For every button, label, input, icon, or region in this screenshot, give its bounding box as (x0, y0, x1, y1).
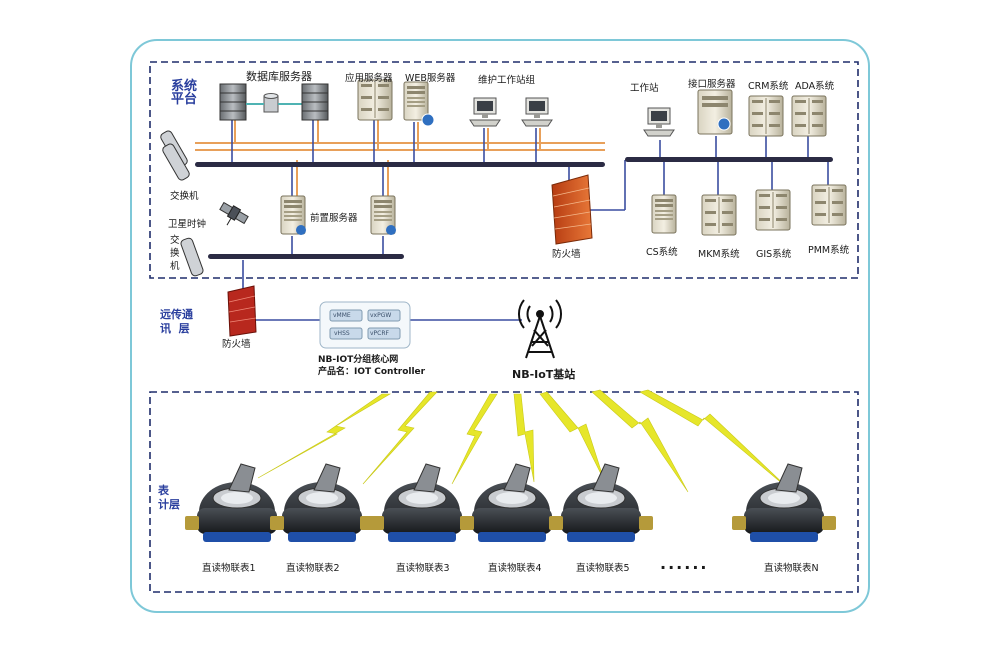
meter-label-5: 直读物联表5 (576, 563, 630, 574)
meter-label-4: 直读物联表4 (488, 563, 542, 574)
gis-server-icon (755, 189, 791, 231)
blue-links (231, 118, 829, 321)
gis-label: GIS系统 (756, 249, 792, 260)
transport-firewall-label: 防火墙 (222, 339, 251, 350)
platform-firewall-icon (551, 174, 593, 245)
meter-3 (369, 463, 475, 543)
switch-bottom (180, 237, 204, 277)
workstation-icon (643, 107, 675, 137)
web-servers-label: WEB服务器 (405, 73, 456, 84)
iot-core-box (319, 301, 411, 349)
meter-ellipsis: ...... (660, 554, 709, 573)
app-server-icon (357, 79, 393, 121)
frontend-server-icon-2 (370, 195, 396, 235)
transport-firewall-icon (227, 285, 257, 337)
db-server-rack-2 (301, 83, 329, 121)
meter-5 (548, 463, 654, 543)
maintenance-pc-2 (521, 97, 553, 127)
meter-label-1: 直读物联表1 (202, 563, 256, 574)
workstation-label: 工作站 (630, 83, 659, 94)
pmm-server-icon (811, 184, 847, 226)
satellite-clock-icon (219, 201, 249, 226)
satellite-clock-label: 卫星时钟 (168, 219, 207, 230)
base-station-icon (517, 299, 563, 359)
layer-label-platform: 系统 平台 (170, 79, 197, 107)
platform-firewall-label: 防火墙 (552, 249, 581, 260)
meter-layer-box (149, 391, 859, 593)
meter-n (731, 463, 837, 543)
mkm-server-icon (701, 194, 737, 236)
cs-server-icon (651, 194, 677, 234)
core-product-label: 产品名：IOT Controller (318, 367, 426, 377)
bus-lines (195, 157, 833, 259)
core-tag-3: vHSS (334, 330, 350, 337)
storage-disk-icon (246, 93, 302, 113)
db-server-rack-1 (219, 83, 247, 121)
maintenance-pc-1 (469, 97, 501, 127)
core-tag-1: vMME (333, 312, 351, 319)
core-tag-2: vxPGW (370, 312, 392, 319)
frontend-server-label: 前置服务器 (310, 213, 358, 224)
meter-1 (184, 463, 290, 543)
platform-layer-box (149, 61, 859, 279)
orange-links (195, 118, 605, 196)
db-servers-label: 数据库服务器 (246, 70, 312, 83)
interface-server-label: 接口服务器 (688, 79, 736, 90)
layer-label-meter: 表 计层 (158, 484, 180, 511)
core-tag-4: vPCRF (370, 330, 389, 337)
meter-label-3: 直读物联表3 (396, 563, 450, 574)
core-network-label: NB-IOT分组核心网 (318, 355, 399, 365)
layer-label-transport: 远传通 讯 层 (160, 308, 193, 335)
meter-label-n: 直读物联表N (764, 563, 819, 574)
outer-frame (130, 39, 870, 613)
meter-4 (459, 463, 565, 543)
switch-top (160, 130, 190, 181)
ada-label: ADA系统 (795, 81, 835, 92)
meter-label-2: 直读物联表2 (286, 563, 340, 574)
crm-label: CRM系统 (748, 81, 789, 92)
base-station-label: NB-IoT基站 (512, 368, 576, 381)
frontend-server-icon-1 (280, 195, 306, 235)
switch-top-label: 交换机 (170, 191, 199, 202)
switch-bottom-label: 交 换 机 (170, 235, 180, 272)
pmm-label: PMM系统 (808, 245, 850, 256)
interface-server-icon (697, 89, 733, 135)
maintenance-label: 维护工作站组 (478, 75, 536, 86)
ada-server-icon (791, 95, 827, 137)
mkm-label: MKM系统 (698, 249, 740, 260)
wireless-links (257, 389, 791, 493)
web-server-icon (403, 81, 435, 127)
meter-2 (269, 463, 375, 543)
app-servers-label: 应用服务器 (345, 73, 393, 84)
crm-server-icon (748, 95, 784, 137)
cs-label: CS系统 (646, 247, 678, 258)
